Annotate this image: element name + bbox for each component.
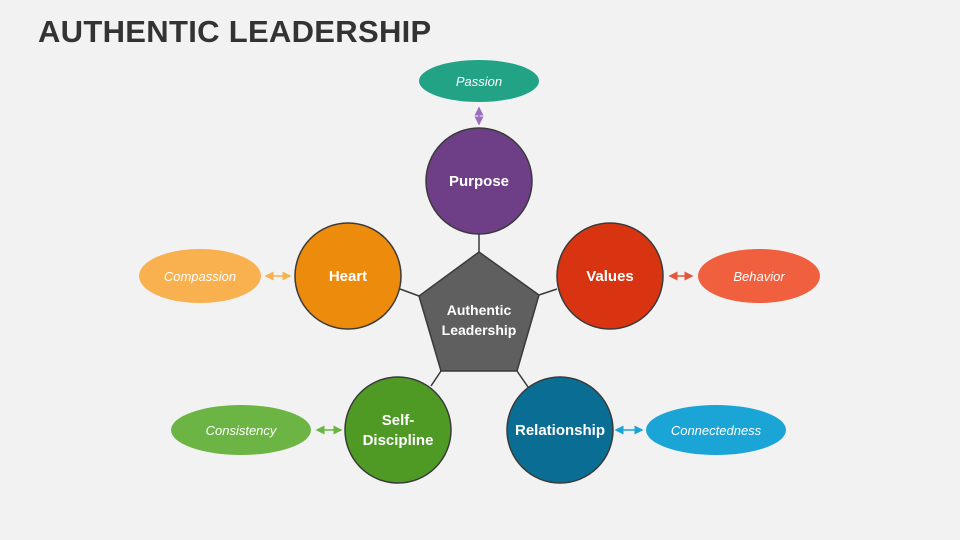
values-label: Values (586, 268, 634, 285)
passion-oval (419, 60, 539, 102)
connector-self-discipline (430, 370, 442, 387)
behavior-oval (698, 249, 820, 303)
heart-circle (294, 222, 402, 330)
consistency-oval (171, 405, 311, 455)
purpose-label: Purpose (449, 173, 509, 190)
self-discipline-circle (344, 376, 452, 484)
passion-label: Passion (456, 74, 502, 89)
relationship-circle (506, 376, 614, 484)
heart-label: Heart (329, 268, 367, 285)
self-discipline-label-line1: Self- (382, 412, 415, 429)
connectedness-label: Connectedness (671, 423, 762, 438)
connector-heart (399, 288, 420, 297)
connectedness-oval (646, 405, 786, 455)
purpose-circle (425, 127, 533, 235)
compassion-oval (139, 249, 261, 303)
compassion-label: Compassion (164, 269, 236, 284)
connector-values (538, 288, 558, 296)
page-title: AUTHENTIC LEADERSHIP (38, 14, 432, 49)
behavior-label: Behavior (733, 269, 785, 284)
connector-lines (399, 233, 558, 388)
values-circle (556, 222, 664, 330)
relationship-label: Relationship (515, 422, 605, 439)
center-label-line2: Leadership (442, 322, 517, 338)
connector-relationship (516, 370, 529, 388)
consistency-label: Consistency (206, 423, 278, 438)
center-label-line1: Authentic (447, 302, 512, 318)
self-discipline-label-line2: Discipline (363, 432, 434, 449)
center-pentagon (418, 251, 540, 372)
